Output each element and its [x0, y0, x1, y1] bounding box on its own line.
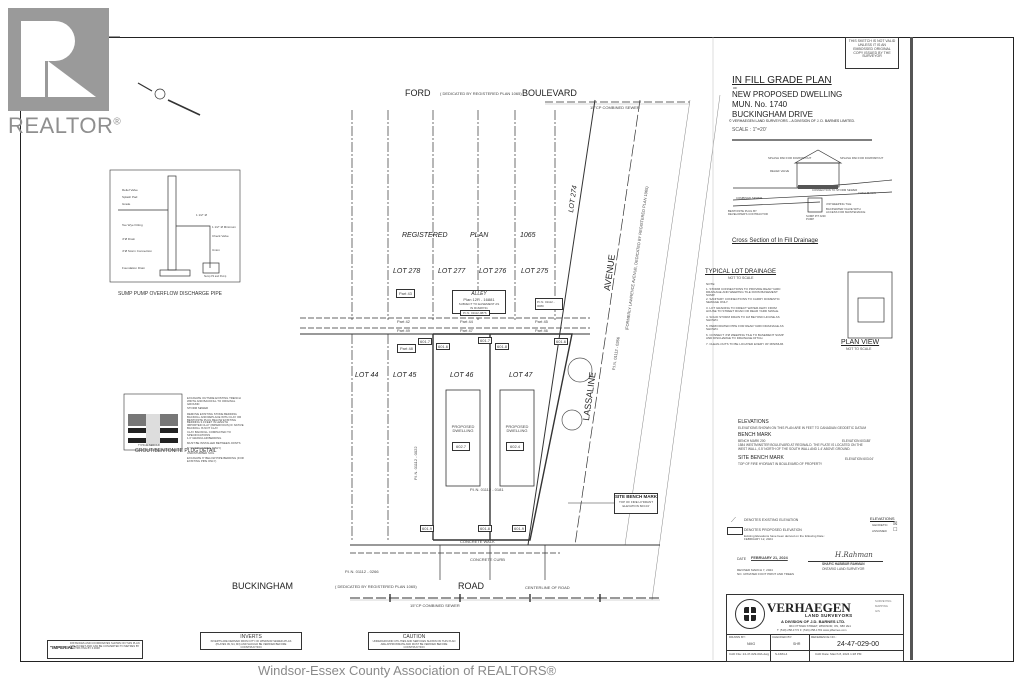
buckingham-note: ( DEDICATED BY REGISTERED PLAN 1065) — [335, 584, 417, 589]
spot-elev: 601.8 — [495, 343, 510, 350]
existing-elev-symbol-icon: ⟋ — [731, 517, 736, 524]
elevations-title: ELEVATIONS — [738, 419, 769, 425]
plan-view-title: PLAN VIEW — [841, 339, 880, 346]
bench-mark-title: BENCH MARK — [738, 432, 772, 438]
street-ford: FORD — [405, 88, 431, 98]
grout-plug-title: GROUT/BENTONITE PLUG DETAIL — [135, 448, 217, 454]
lot-46: LOT 46 — [450, 372, 474, 379]
company-name: VERHAEGEN — [767, 600, 851, 615]
part-44: Part 44 — [460, 319, 473, 324]
street-road: ROAD — [458, 581, 485, 591]
drawn-by: NMG — [747, 642, 756, 646]
cad-date: CAD Date: March 8, 2024 1:28 PM — [815, 652, 862, 656]
concrete-curb-label: CONCRETE CURB — [470, 557, 505, 562]
lot-44: LOT 44 — [355, 372, 379, 379]
title-line-2: MUN. No. 1740 — [732, 100, 788, 109]
pin-0080: P.I.N. 01112 - 0080 — [535, 298, 563, 310]
spot-elev: 601.6 — [436, 343, 451, 350]
association-watermark: Windsor-Essex County Association of REAL… — [258, 663, 557, 678]
part-45: Part 45 — [535, 319, 548, 324]
inverts-note: INVERTS INVERTS ARE DERIVED FROM CITY OF… — [200, 632, 302, 650]
drawing-sheet-right-edge — [910, 37, 913, 660]
registered-label: REGISTERED — [402, 232, 448, 239]
spot-elev: 601.9 — [512, 525, 527, 532]
imperial-note: "IMPERIAL" DISTANCES AND COORDINATES SHO… — [47, 640, 143, 659]
part-43: Part 43 — [396, 289, 415, 298]
cad-file: CAD File: 24-47-029-00A.dwg — [729, 652, 770, 656]
surveyor-signature: H.Rahman — [835, 551, 873, 559]
lot-47: LOT 47 — [509, 372, 533, 379]
buckingham-pin: P.I.N. 01112 - 0266 — [345, 569, 379, 574]
pin-0181: P.I.N. 01112 - 0181 — [470, 487, 504, 492]
checked-by: SHR — [793, 642, 801, 646]
drawing-sheet — [20, 37, 1014, 662]
geodetic-checkbox: ☒ — [893, 521, 898, 527]
part-46: Part 46 — [535, 328, 548, 333]
plan-number: 1065 — [520, 232, 536, 239]
dwelling-lot46-label: PROPOSED DWELLING — [451, 424, 475, 433]
company-title-block: VERHAEGEN LAND SURVEYORS A DIVISION OF J… — [726, 594, 904, 662]
cross-section-title: Cross Section of In Fill Drainage — [732, 238, 819, 244]
street-boulevard: BOULEVARD — [522, 88, 577, 98]
scale-label: SCALE : 1"=20' — [732, 127, 767, 133]
street-ford-note: ( DEDICATED BY REGISTERED PLAN 1065) — [440, 91, 522, 96]
company-division: A DIVISION OF J.D. BARNES LTD. — [781, 619, 846, 624]
dwelling-lot46-elev: 602.7 — [452, 442, 471, 451]
reference-number: 24-47-029-00 — [837, 641, 880, 648]
plan-title: IN FILL GRADE PLAN — [732, 75, 832, 86]
elevations-type-title: ELEVATIONS — [870, 516, 895, 521]
field-book: S-1684-4 — [775, 652, 788, 656]
buckingham-sewer: 15"CP COMBINED SEWER — [410, 603, 460, 608]
validity-stamp-box: THIS SKETCH IS NOT VALID UNLESS IT IS AN… — [845, 37, 899, 69]
title-of: OF — [733, 86, 738, 90]
title-line-1: NEW PROPOSED DWELLING — [732, 90, 843, 99]
typical-title: TYPICAL LOT DRAINAGE — [705, 269, 777, 275]
title-copyright: © VERHAEGEN LAND SURVEYORS – A DIVISION … — [729, 119, 856, 123]
dwelling-lot47-label: PROPOSED DWELLING — [505, 424, 529, 433]
concrete-walk-label: CONCRETE WALK — [460, 539, 495, 544]
spot-elev: 601.9 — [420, 525, 435, 532]
lot-276: LOT 276 — [479, 268, 507, 275]
caution-note: CAUTION UNDERGROUND UTILITIES AND SERVIC… — [368, 632, 460, 650]
lot-278: LOT 278 — [393, 268, 421, 275]
spot-elev: 601.7 — [478, 337, 493, 344]
site-bench-mark-title: SITE BENCH MARK — [738, 455, 784, 461]
street-buckingham: BUCKINGHAM — [232, 581, 294, 591]
ford-sewer: 15"CP COMBINED SEWER — [590, 105, 640, 110]
part-42: Part 42 — [397, 319, 410, 324]
part-48: Part 48 — [397, 344, 416, 353]
realtor-logo-icon — [8, 8, 109, 111]
verhaegen-logo-icon — [735, 599, 765, 629]
proposed-elev-symbol-icon — [727, 527, 743, 535]
assumed-checkbox: ☐ — [893, 527, 898, 533]
company-sub: LAND SURVEYORS — [805, 613, 853, 618]
plan-view-sub: NOT TO SCALE — [846, 347, 872, 351]
pin-0022: P.I.N. 01112 - 0022 — [413, 446, 418, 480]
site-bench-mark-box: SITE BENCH MARK TOP OF FIRE HYDRANT ELEV… — [614, 493, 658, 514]
lot-275: LOT 275 — [521, 268, 549, 275]
lot-277: LOT 277 — [438, 268, 466, 275]
signature-line — [808, 561, 883, 562]
spot-elev: 601.6 — [554, 338, 569, 345]
realtor-wordmark: REALTOR® — [8, 113, 122, 138]
part-49: Part 49 — [397, 328, 410, 333]
dwelling-lot47-elev: 602.4 — [506, 442, 525, 451]
centerline-label: CENTERLINE OF ROAD — [525, 585, 570, 590]
plan-date: FEBRUARY 21, 2024 — [751, 556, 788, 560]
typical-note-head: NOTE: — [706, 282, 716, 286]
sump-pump-title: SUMP PUMP OVERFLOW DISCHARGE PIPE — [118, 291, 223, 297]
title-line-3: BUCKINGHAM DRIVE — [732, 110, 813, 119]
pin-0876: P.I.N. 01112-0876 — [460, 310, 490, 316]
spot-elev: 601.7 — [418, 338, 433, 345]
lot-45: LOT 45 — [393, 372, 417, 379]
part-47: Part 47 — [460, 328, 473, 333]
plan-label: PLAN — [470, 232, 489, 239]
typical-sub: NOT TO SCALE — [728, 276, 754, 280]
spot-elev: 601.8 — [478, 525, 493, 532]
